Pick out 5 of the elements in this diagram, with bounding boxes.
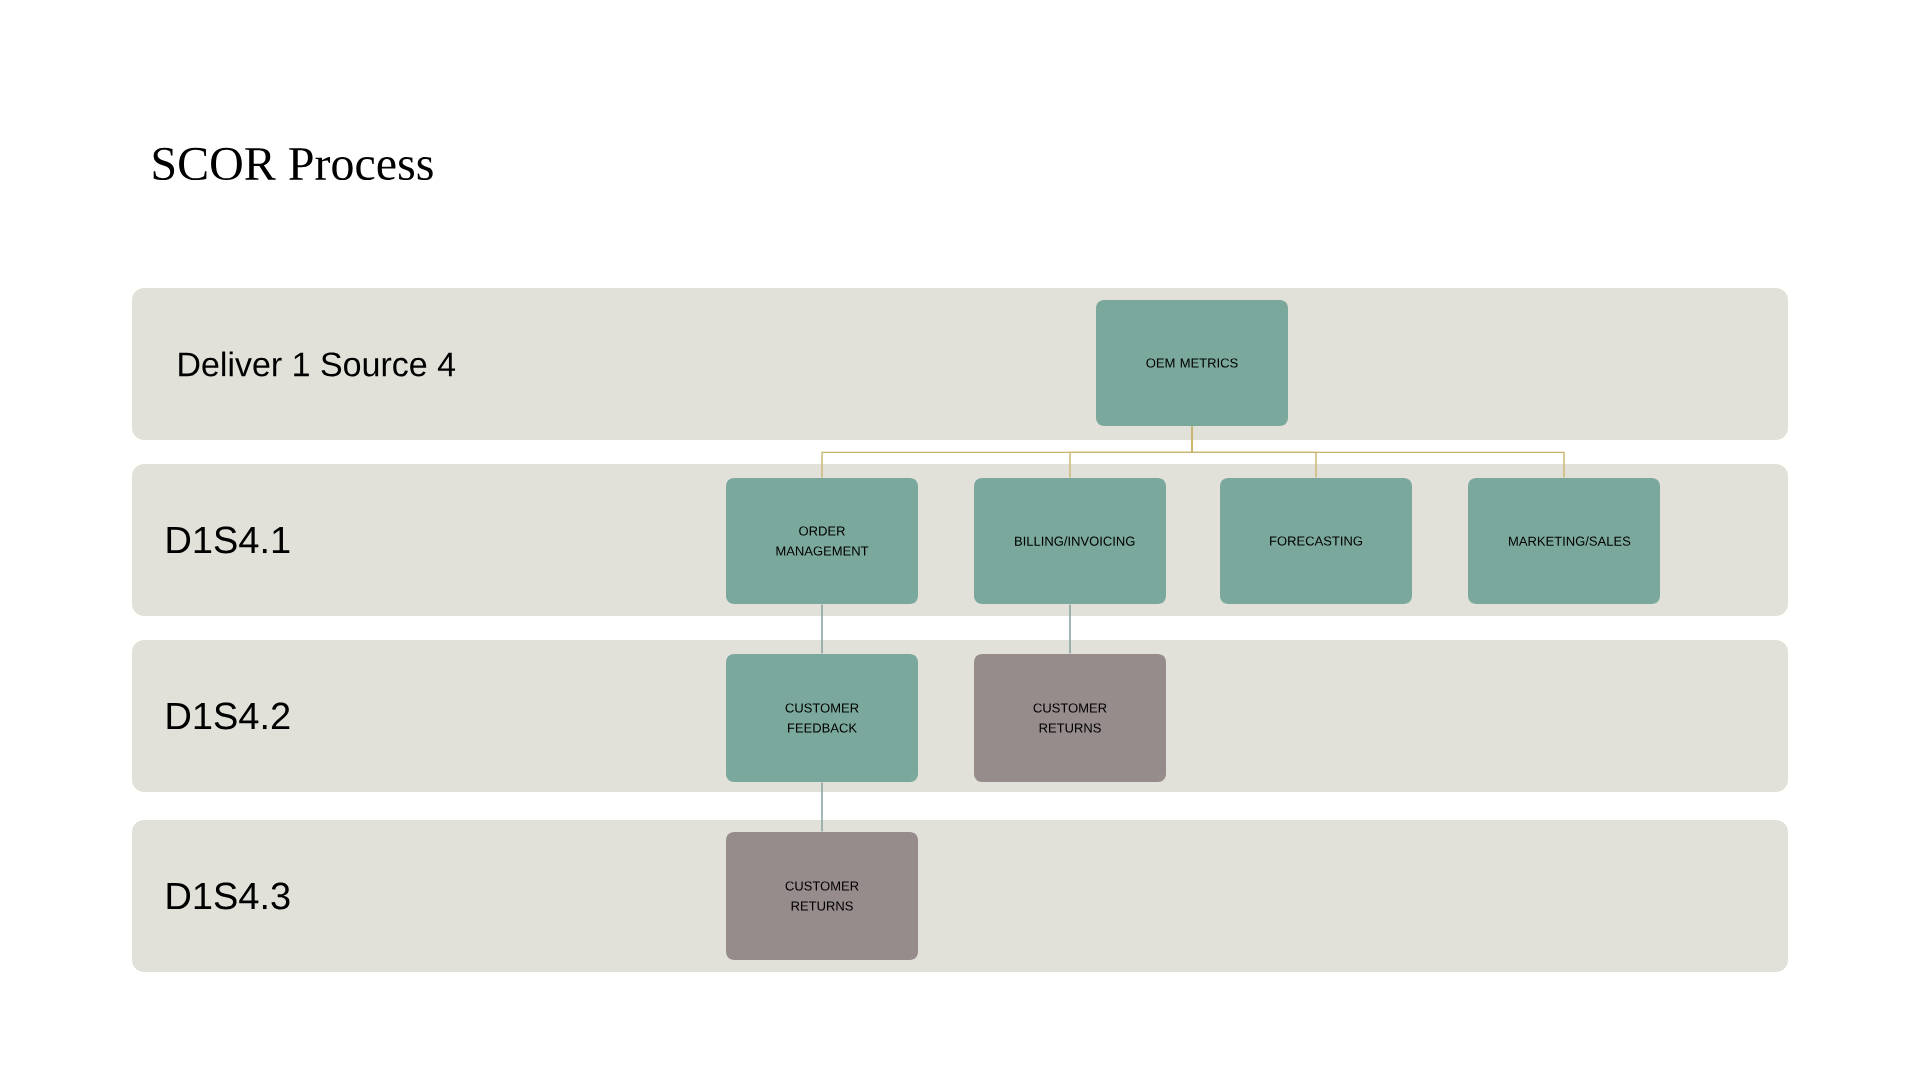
connector [821,781,823,833]
connector [1191,425,1565,479]
title: SCOR Process [153,147,433,181]
connector [821,603,823,655]
connector [1069,603,1071,655]
